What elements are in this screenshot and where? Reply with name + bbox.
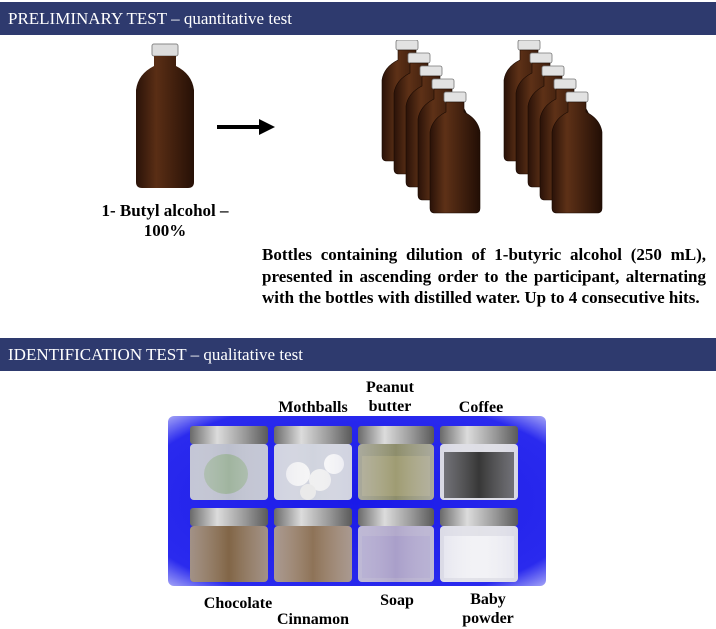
- peanut-butter-label: Peanut butter: [350, 378, 430, 416]
- baby-label-line2: powder: [462, 610, 514, 627]
- identification-test-banner: IDENTIFICATION TEST – qualitative test: [0, 338, 716, 371]
- butyl-alcohol-bottle: [136, 43, 194, 188]
- jar-soap: [358, 508, 434, 582]
- preliminary-test-title: PRELIMINARY TEST: [8, 9, 167, 28]
- preliminary-test-banner: PRELIMINARY TEST – quantitative test: [0, 2, 716, 35]
- butyl-alcohol-label-line1: 1- Butyl alcohol –: [101, 201, 229, 220]
- cinnamon-label: Cinnamon: [276, 611, 350, 628]
- jar-baby-powder: [440, 508, 518, 582]
- mothballs-label: Mothballs: [278, 399, 348, 416]
- arrow-right-icon: [217, 119, 275, 135]
- coffee-label: Coffee: [458, 399, 504, 416]
- chocolate-label: Chocolate: [203, 595, 273, 612]
- scent-jars-photo: [168, 416, 546, 586]
- peanut-label-line2: butter: [368, 398, 412, 415]
- butyl-alcohol-label-line2: 100%: [143, 221, 187, 240]
- jar-cinnamon: [274, 508, 352, 582]
- jar-coffee: [440, 426, 518, 500]
- baby-powder-label: Baby powder: [448, 590, 528, 628]
- dilution-bottles-group: [381, 40, 603, 214]
- soap-label: Soap: [380, 592, 414, 609]
- identification-test-title: IDENTIFICATION TEST: [8, 345, 187, 364]
- jar-mothball-green: [190, 426, 268, 500]
- peanut-label-line1: Peanut: [366, 379, 414, 396]
- jar-mothballs: [274, 426, 352, 500]
- dilution-description: Bottles containing dilution of 1-butyric…: [262, 245, 706, 307]
- jar-peanut-butter: [358, 426, 434, 500]
- baby-label-line1: Baby: [470, 591, 506, 608]
- butyl-alcohol-label: 1- Butyl alcohol – 100%: [70, 201, 260, 241]
- preliminary-test-subtitle: – quantitative test: [166, 9, 292, 28]
- jar-chocolate: [190, 508, 268, 582]
- identification-test-subtitle: – qualitative test: [186, 345, 303, 364]
